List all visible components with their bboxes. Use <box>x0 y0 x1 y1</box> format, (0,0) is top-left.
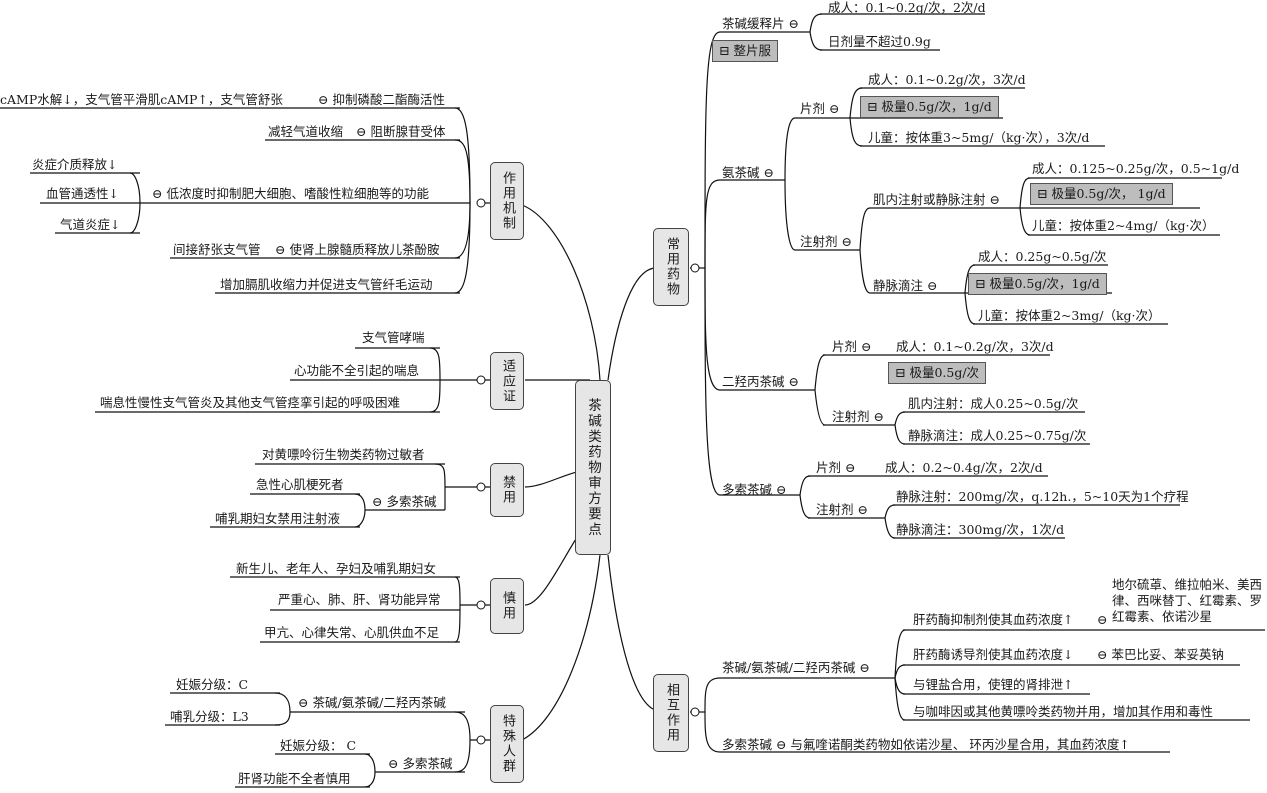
category-caution[interactable]: 慎用 <box>490 578 524 634</box>
inter-group-1: 茶碱/氨茶碱/二羟丙茶碱 ⊖ <box>722 660 870 675</box>
inter-caffeine: 与咖啡因或其他黄嘌呤类药物并用，增加其作用和毒性 <box>913 704 1214 719</box>
mech-c-1: 炎症介质释放↓ <box>32 157 118 172</box>
drug-am-injection: 注射剂 ⊖ <box>800 234 852 249</box>
mech-d-effect: 间接舒张支气管 <box>173 242 261 257</box>
drug-am-im-iv-max: ⊟ 极量0.5g/次， 1g/d <box>1030 183 1173 205</box>
drug-sr-whole-tablet: ⊟ 整片服 <box>712 40 778 62</box>
inter-doxofylline: 多索茶碱 ⊖ 与氟喹诺酮类药物如依诺沙星、 环丙沙星合用，其血药浓度↑ <box>722 737 1130 752</box>
category-special-groups[interactable]: 特殊人群 <box>490 705 524 783</box>
caution-1: 新生儿、老年人、孕妇及哺乳期妇女 <box>236 561 437 576</box>
mech-c: ⊖ 低浓度时抑制肥大细胞、嗜酸性粒细胞等的功能 <box>152 186 429 201</box>
special-group-2: ⊖ 多索茶碱 <box>388 756 453 771</box>
contra-3: 哺乳期妇女禁用注射液 <box>215 511 341 526</box>
drug-dp-drip: 静脉滴注：成人0.25~0.75g/次 <box>908 428 1087 443</box>
drug-am-im-iv: 肌内注射或静脉注射 ⊖ <box>873 192 1000 207</box>
category-interactions[interactable]: 相互作用 <box>653 674 689 752</box>
inter-inhibitors-list: 地尔硫䓬、维拉帕米、美西律、西咪替丁、红霉素、罗红霉素、依诺沙星 <box>1112 577 1263 624</box>
drug-dx-tablet: 片剂 ⊖ <box>816 460 856 475</box>
category-contraindications[interactable]: 禁用 <box>490 463 524 517</box>
special-group-1: ⊖ 茶碱/氨茶碱/二羟丙茶碱 <box>298 695 446 710</box>
category-common-drugs[interactable]: 常用药物 <box>653 228 689 306</box>
mech-a: ⊖ 抑制磷酸二酯酶活性 <box>318 92 445 107</box>
drug-dp-injection: 注射剂 ⊖ <box>832 409 884 424</box>
inter-inhibitors-marker: ⊖ <box>1097 612 1108 627</box>
drug-dx-tablet-adult: 成人：0.2~0.4g/次，2次/d <box>885 460 1043 475</box>
indication-2: 心功能不全引起的喘息 <box>294 363 420 378</box>
category-mechanism[interactable]: 作用机制 <box>490 162 524 240</box>
drug-dx-injection: 注射剂 ⊖ <box>816 502 868 517</box>
drug-am-drip: 静脉滴注 ⊖ <box>873 278 938 293</box>
mech-c-2: 血管通透性↓ <box>46 186 119 201</box>
drug-dx-drip: 静脉滴注：300mg/次，1次/d <box>896 522 1065 537</box>
mech-a-effect: cAMP水解↓，支气管平滑肌cAMP↑，支气管舒张 <box>0 92 283 107</box>
contra-doxofylline: ⊖ 多索茶碱 <box>372 494 437 509</box>
drug-dp-tablet-max: ⊟ 极量0.5g/次 <box>888 362 987 384</box>
caution-3: 甲亢、心律失常、心肌供血不足 <box>264 625 440 640</box>
inter-inhibitors: 肝药酶抑制剂使其血药浓度↑ <box>913 612 1074 627</box>
drug-dyphylline: 二羟丙茶碱 ⊖ <box>722 374 799 389</box>
inter-inducers: 肝药酶诱导剂使其血药浓度↓ <box>913 647 1074 662</box>
drug-theophylline-sr: 茶碱缓释片 ⊖ <box>722 16 799 31</box>
drug-am-tablet-child: 儿童：按体重3~5mg/（kg·次），3次/d <box>868 130 1090 145</box>
mech-b-effect: 减轻气道收缩 <box>268 124 344 139</box>
drug-am-drip-adult: 成人：0.25g~0.5g/次 <box>978 249 1107 264</box>
indication-3: 喘息性慢性支气管炎及其他支气管痉挛引起的呼吸困难 <box>100 395 401 410</box>
special-group-2-pregnancy: 妊娠分级： C <box>280 738 357 753</box>
drug-sr-max: 日剂量不超过0.9g <box>828 34 931 49</box>
inter-inducers-list: ⊖ 苯巴比妥、苯妥英钠 <box>1097 647 1224 662</box>
drug-am-tablet-max: ⊟ 极量0.5g/次，1g/d <box>860 96 999 118</box>
drug-dx-iv: 静脉注射：200mg/次，q.12h.，5~10天为1个疗程 <box>896 489 1189 504</box>
drug-am-im-iv-adult: 成人：0.125~0.25g/次，0.5~1g/d <box>1032 161 1240 176</box>
drug-am-drip-max: ⊟ 极量0.5g/次，1g/d <box>968 273 1107 295</box>
inter-lithium: 与锂盐合用，使锂的肾排泄↑ <box>913 677 1074 692</box>
caution-2: 严重心、肺、肝、肾功能异常 <box>278 592 441 607</box>
drug-doxofylline: 多索茶碱 ⊖ <box>722 482 787 497</box>
drug-dp-tablet: 片剂 ⊖ <box>832 339 872 354</box>
drug-am-drip-child: 儿童：按体重2~3mg/（kg·次） <box>978 308 1161 323</box>
mech-d: ⊖ 使肾上腺髓质释放儿茶酚胺 <box>275 242 440 257</box>
special-group-1-pregnancy: 妊娠分级：C <box>176 677 249 692</box>
mech-e: 增加膈肌收缩力并促进支气管纤毛运动 <box>220 277 433 292</box>
drug-dp-im: 肌内注射：成人0.25~0.5g/次 <box>908 396 1079 411</box>
contra-1: 对黄嘌呤衍生物类药物过敏者 <box>262 447 425 462</box>
drug-sr-adult: 成人：0.1~0.2g/次，2次/d <box>828 0 986 15</box>
special-group-1-lactation: 哺乳分级：L3 <box>170 709 249 724</box>
category-indications[interactable]: 适应证 <box>490 352 524 410</box>
drug-am-im-iv-child: 儿童：按体重2~4mg/（kg·次） <box>1032 218 1215 233</box>
center-node[interactable]: 茶碱类药物审方要点 <box>575 380 611 555</box>
drug-dp-tablet-adult: 成人：0.1~0.2g/次，3次/d <box>896 339 1054 354</box>
mech-b: ⊖ 阻断腺苷受体 <box>356 124 446 139</box>
mech-c-3: 气道炎症↓ <box>60 217 121 232</box>
indication-1: 支气管哮喘 <box>362 330 425 345</box>
drug-aminophylline: 氨茶碱 ⊖ <box>722 165 774 180</box>
drug-am-tablet: 片剂 ⊖ <box>800 101 840 116</box>
special-group-2-liver-kidney: 肝肾功能不全者慎用 <box>238 771 351 786</box>
drug-am-tablet-adult: 成人：0.1~0.2g/次，3次/d <box>868 72 1026 87</box>
contra-2: 急性心肌梗死者 <box>256 477 344 492</box>
